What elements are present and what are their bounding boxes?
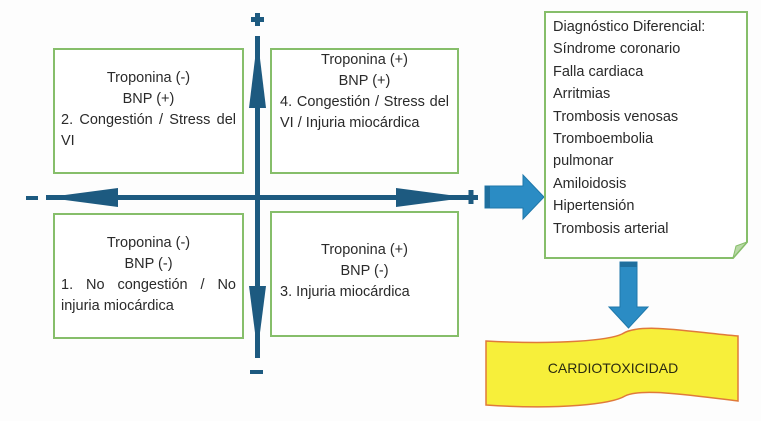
block-arrow-down: [607, 261, 650, 329]
quadrant-description: 3. Injuria miocárdica: [280, 284, 410, 300]
plus-icon: [251, 13, 264, 26]
differential-item: Síndrome coronario: [553, 41, 681, 58]
block-arrow-right: [484, 173, 545, 221]
cardiotoxicidad-banner: [485, 327, 739, 408]
axis-arrow-down: [249, 286, 266, 352]
differential-item: Trombosis arterial: [553, 220, 669, 237]
troponin-label: Troponina (+): [321, 52, 408, 68]
quadrant-description: 1. No congestión / No injuria miocárdica: [61, 277, 236, 314]
troponin-label: Troponina (-): [106, 235, 191, 251]
differential-item: Arritmias: [553, 86, 611, 103]
troponin-label: Troponina (+): [321, 242, 408, 258]
differential-item: Hipertensión: [553, 198, 635, 215]
cardiotoxicidad-label: CARDIOTOXICIDAD: [547, 359, 679, 376]
differential-item: pulmonar: [553, 153, 614, 170]
quadrant-description: 4. Congestión / Stress del VI / Injuria …: [280, 94, 449, 131]
quadrant-top-right: Troponina (+) BNP (+) 4. Congestión / St…: [270, 48, 459, 174]
axis-arrow-left: [46, 188, 118, 207]
quadrant-bottom-left: Troponina (-) BNP (-) 1. No congestión /…: [53, 213, 244, 339]
quadrant-description: 2. Congestión / Stress del VI: [61, 112, 236, 149]
differential-item: Trombosis venosas: [553, 108, 679, 125]
differential-title: Diagnóstico Diferencial:: [553, 19, 706, 35]
troponin-label: Troponina (-): [106, 70, 191, 86]
quadrant-bottom-right: Troponina (+) BNP (-) 3. Injuria miocárd…: [270, 211, 459, 337]
differential-item: Tromboembolia: [553, 131, 654, 148]
bnp-label: BNP (-): [124, 256, 173, 272]
differential-diagnosis-note: Diagnóstico Diferencial: Síndrome corona…: [545, 12, 747, 260]
differential-item: Amiloidosis: [553, 175, 627, 192]
axis-arrow-up: [249, 38, 266, 108]
axis-arrow-right: [396, 188, 468, 207]
horizontal-axis: [46, 188, 468, 207]
differential-item: Falla cardiaca: [553, 63, 644, 80]
note-shape: [544, 11, 748, 259]
bnp-label: BNP (+): [338, 73, 391, 89]
plus-icon: [464, 190, 478, 204]
minus-icon: [26, 196, 38, 200]
bnp-label: BNP (+): [122, 91, 175, 107]
bnp-label: BNP (-): [340, 263, 389, 279]
minus-icon: [250, 370, 263, 374]
quadrant-top-left: Troponina (-) BNP (+) 2. Congestión / St…: [53, 48, 244, 174]
